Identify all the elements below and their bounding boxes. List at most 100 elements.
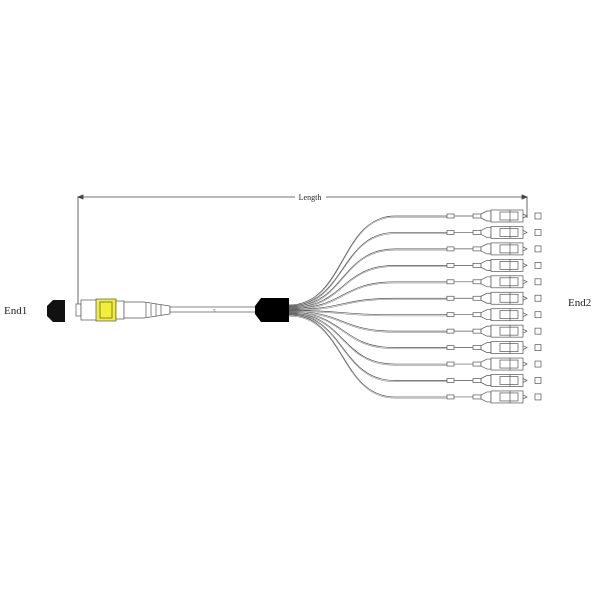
leg-marker [446,295,455,301]
lc-connector [490,259,528,272]
leg-dust-cap [534,212,542,220]
leg-marker [446,213,455,219]
leg-boot-tail [472,345,482,350]
leg-boot [480,210,492,222]
fanout-leg [288,242,542,309]
leg-marker [446,230,455,235]
leg-dust-cap [534,229,542,236]
leg-fiber-edge [288,314,448,366]
fanout-leg [288,310,542,338]
lc-connector [490,374,528,387]
lc-connector [490,324,528,338]
leg-dust-cap [534,377,542,384]
leg-dust-cap [534,294,542,302]
leg-fiber [288,310,448,316]
fanout-leg [288,209,542,307]
lc-connector [490,242,528,256]
end1-dust-cap [47,300,65,322]
leg-fiber-edge [288,266,448,310]
leg-fiber [288,313,448,381]
lc-connector [490,291,528,305]
leg-fiber [288,215,448,306]
leg-dust-cap [534,344,542,351]
leg-boot [480,342,492,353]
leg-boot-tail [472,328,482,334]
lc-connector [490,226,528,239]
svg-text:≈: ≈ [213,308,216,314]
leg-dust-cap [534,360,542,368]
fanout-leg [288,314,542,404]
connector-boot [123,301,171,319]
leg-dust-cap [534,393,542,401]
leg-boot-tail [472,312,482,318]
lc-connector [490,390,528,404]
leg-fiber-edge [288,315,448,382]
leg-fiber-edge [288,299,448,311]
leg-marker [446,394,455,400]
leg-marker [446,279,455,285]
leg-boot [480,260,492,271]
leg-boot-tail [472,213,482,219]
mpo-connector [75,298,125,322]
leg-marker [446,246,455,252]
leg-dust-cap [534,311,542,319]
leg-boot-tail [472,361,482,367]
leg-fiber-edge [288,233,448,308]
end1-label: End1 [4,305,27,317]
leg-dust-cap [534,327,542,335]
leg-fiber-edge [288,282,448,310]
leg-marker [446,361,455,367]
leg-dust-cap [534,245,542,253]
fanout-leg [288,308,542,322]
lc-connector [490,357,528,371]
leg-boot [480,375,492,386]
lc-connector [490,275,528,289]
lc-connector [490,308,528,322]
leg-marker [446,263,455,268]
fanout-splitter [255,298,289,322]
leg-dust-cap [534,262,542,269]
leg-fiber [288,265,448,309]
lc-connector [490,341,528,354]
leg-fiber [288,248,448,308]
leg-dust-cap [534,278,542,286]
leg-boot-tail [472,295,482,301]
fanout-leg [288,291,542,311]
leg-fiber-edge [288,249,448,309]
leg-boot [480,227,492,238]
length-label: Length [299,193,322,202]
leg-boot-tail [472,230,482,235]
leg-fiber [288,310,448,332]
leg-fiber-edge [288,217,448,307]
lc-connector [490,209,528,223]
leg-marker [446,378,455,383]
leg-boot-tail [472,246,482,252]
leg-fiber-edge [288,315,448,399]
length-dimension [76,194,529,310]
leg-fiber [288,297,448,310]
leg-fiber [288,312,448,365]
leg-boot [480,243,492,255]
leg-fiber [288,311,448,348]
leg-boot [480,325,492,337]
leg-boot [480,292,492,304]
fanout-leg [288,311,542,354]
fanout-leg [288,226,542,308]
trunk-cable: ≈ [169,306,259,314]
leg-boot [480,391,492,403]
leg-fiber [288,281,448,309]
fanout-legs [288,209,542,404]
fanout-leg [288,275,542,310]
leg-boot-tail [472,263,482,268]
leg-fiber [288,314,448,398]
leg-marker [446,345,455,350]
leg-marker [446,312,455,318]
leg-boot [480,276,492,288]
leg-boot [480,309,492,321]
leg-fiber [288,232,448,307]
leg-boot-tail [472,279,482,285]
end2-label: End2 [568,297,591,309]
leg-boot-tail [472,378,482,383]
